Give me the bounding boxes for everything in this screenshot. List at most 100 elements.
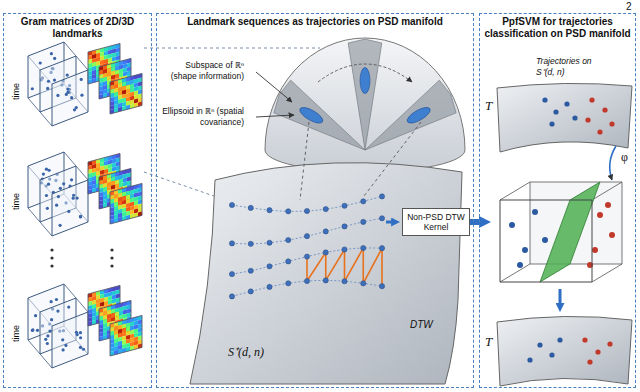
- gram-border: [110, 73, 142, 114]
- dtw-alignment: [381, 248, 383, 286]
- gram-matrix: [99, 300, 131, 341]
- class-a-point: [542, 97, 547, 102]
- class-a-point: [532, 209, 538, 215]
- landmark-dot: [56, 310, 59, 313]
- class-a-point: [564, 101, 569, 106]
- annotation: Trajectories on S⁺(d, n): [536, 56, 606, 78]
- class-b-point: [597, 212, 603, 218]
- trajectory-point: [379, 194, 384, 199]
- landmark-dot: [79, 215, 82, 218]
- landmark-dot: [79, 331, 82, 334]
- class-a-point: [549, 352, 554, 357]
- landmark-dot: [58, 224, 61, 227]
- landmark-dot: [65, 93, 68, 96]
- gram-border: [99, 168, 131, 209]
- panel: Gram matrices of 2D/3D landmarks: [3, 13, 152, 388]
- dtw-alignment: [345, 248, 364, 281]
- landmark-dot: [45, 194, 48, 197]
- trajectory-point: [248, 289, 253, 294]
- psd-manifold: [190, 163, 462, 384]
- landmark-sequence: [28, 284, 142, 368]
- trajectory-point: [323, 229, 328, 234]
- class-b-point: [595, 349, 600, 354]
- landmark-dot: [56, 94, 59, 97]
- psd-manifold-small: [497, 316, 632, 386]
- dashed-link: [300, 122, 309, 200]
- landmark-dot: [39, 61, 42, 64]
- class-b-point: [592, 247, 598, 253]
- landmark-dot: [34, 314, 37, 317]
- continuation-dot: [50, 264, 53, 267]
- landmark-dot: [31, 328, 34, 331]
- landmark-dot: [50, 52, 53, 55]
- trajectory-point: [342, 279, 347, 284]
- gram-border: [99, 58, 131, 99]
- dtw-alignment: [344, 249, 346, 281]
- landmark-dot: [42, 172, 45, 175]
- trajectory-point: [379, 216, 384, 221]
- rotation-arc: [318, 64, 412, 82]
- trajectory-point: [286, 281, 291, 286]
- trajectory-point: [304, 234, 309, 239]
- class-b-point: [609, 232, 615, 238]
- class-b-point: [589, 97, 594, 102]
- continuation-dot: [110, 264, 113, 267]
- dashed-link: [144, 48, 320, 49]
- flow-arrow: [470, 219, 479, 225]
- psd-manifold-small: [497, 83, 632, 152]
- gram-border: [99, 300, 131, 341]
- down-arrow: [559, 289, 562, 304]
- gram-matrix: [99, 58, 131, 99]
- class-a-point: [537, 342, 542, 347]
- method-label: DTW: [410, 318, 433, 331]
- trajectory-point: [248, 205, 253, 210]
- landmark-dot: [66, 87, 69, 90]
- trajectory-point: [342, 203, 347, 208]
- trajectory-point: [323, 206, 328, 211]
- class-b-point: [609, 121, 614, 126]
- trajectory-point: [304, 278, 309, 283]
- trajectory-point: [379, 284, 384, 289]
- trajectory-line: [232, 248, 382, 274]
- annotation: Ellipsoid in ℝⁿ (spatial covariance): [160, 106, 244, 128]
- trajectory-point: [248, 268, 253, 273]
- gram-border: [88, 43, 120, 84]
- landmark-dot: [79, 215, 82, 218]
- landmark-frame: [52, 70, 88, 126]
- gram-border: [110, 315, 142, 356]
- axis-label: time: [11, 83, 22, 100]
- landmark-sequence: [28, 42, 142, 126]
- landmark-dot: [46, 334, 49, 337]
- class-a-point: [542, 237, 548, 243]
- trajectory-point: [361, 219, 366, 224]
- manifold-label: S⁺(d, n): [228, 345, 264, 360]
- class-a-point: [527, 357, 532, 362]
- gram-matrix: [88, 285, 120, 326]
- set-symbol: T: [485, 334, 492, 350]
- landmark-dot: [47, 183, 50, 186]
- landmark-dot: [50, 318, 53, 321]
- trajectory-point: [229, 241, 234, 246]
- trajectory-point: [229, 202, 234, 207]
- axis-label: time: [11, 193, 22, 210]
- landmark-dot: [75, 331, 78, 334]
- cube-edge: [500, 182, 530, 200]
- trajectory-point: [267, 284, 272, 289]
- landmark-sequence: [28, 152, 142, 236]
- subspace-wedge: [365, 80, 456, 150]
- trajectory-point: [379, 246, 384, 251]
- gram-matrix: [88, 43, 120, 84]
- cube-edge: [592, 264, 622, 282]
- class-b-point: [602, 107, 607, 112]
- landmark-dot: [70, 96, 73, 99]
- dashed-link: [144, 172, 214, 196]
- landmark-dot: [47, 80, 50, 83]
- leader-line: [256, 72, 292, 102]
- landmark-dot: [50, 300, 53, 303]
- dtw-alignment: [363, 248, 382, 283]
- dtw-alignment: [325, 252, 327, 280]
- landmark-dot: [62, 182, 65, 185]
- landmark-dot: [48, 330, 51, 333]
- map-symbol: φ: [621, 150, 628, 165]
